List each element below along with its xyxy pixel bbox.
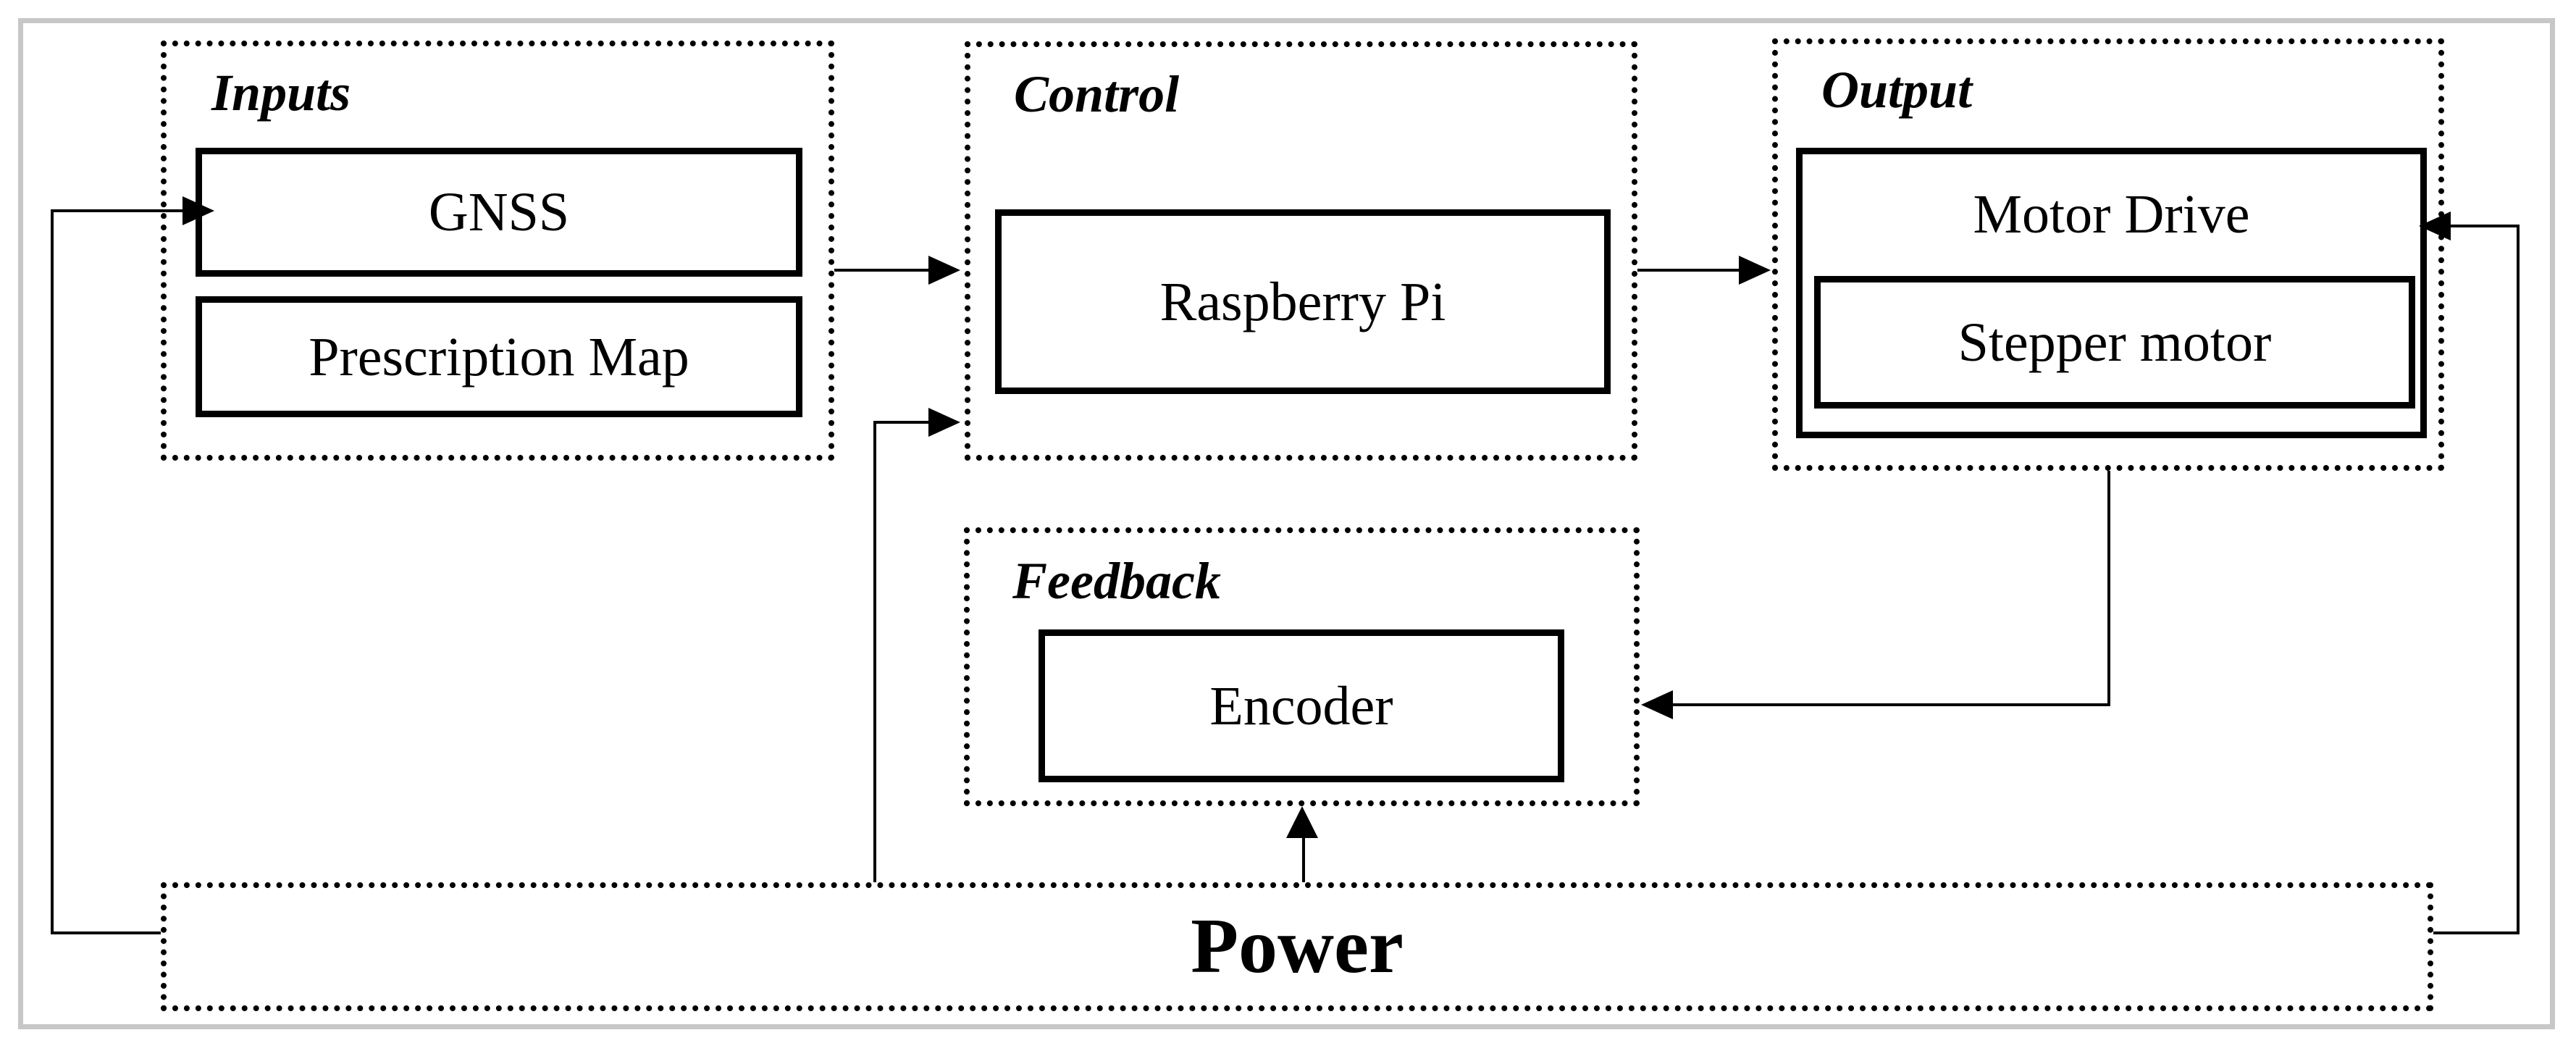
gnss-box: GNSS	[196, 148, 802, 277]
encoder-box: Encoder	[1039, 629, 1564, 782]
feedback-group-box	[964, 527, 1640, 806]
inputs-to-control-line	[834, 269, 928, 272]
control-to-output-arrowhead-icon	[1739, 256, 1771, 285]
stepper-motor-label: Stepper motor	[1958, 311, 2272, 373]
raspberry-pi-label: Raspberry Pi	[1159, 271, 1446, 332]
output-to-encoder-arrowhead-icon	[1641, 690, 1673, 719]
power-to-control-line-horizontal	[873, 421, 928, 424]
power-to-gnss-line-bottom	[51, 931, 161, 934]
raspberry-pi-box: Raspberry Pi	[995, 209, 1611, 394]
power-to-motordrive-line-vertical	[2517, 225, 2520, 934]
figure-frame	[18, 18, 2555, 1029]
prescription-map-label: Prescription Map	[309, 326, 689, 388]
power-to-control-line-vertical	[873, 421, 876, 882]
output-to-encoder-line-horizontal	[1673, 703, 2110, 706]
power-label: Power	[1191, 903, 1404, 989]
power-to-motordrive-arrowhead-icon	[2419, 212, 2451, 240]
inputs-group-box	[161, 41, 834, 461]
feedback-group-label: Feedback	[1012, 552, 1221, 610]
power-to-gnss-arrowhead-icon	[182, 196, 214, 225]
power-to-feedback-arrowhead-icon	[1286, 806, 1318, 838]
power-to-motordrive-line-bottom	[2433, 931, 2520, 934]
output-group-box	[1772, 38, 2444, 471]
prescription-map-box: Prescription Map	[196, 296, 802, 417]
output-to-encoder-line-vertical	[2107, 471, 2110, 706]
power-to-gnss-line-top	[51, 209, 182, 212]
inputs-to-control-arrowhead-icon	[928, 256, 960, 285]
gnss-label: GNSS	[428, 182, 570, 243]
control-to-output-line	[1637, 269, 1739, 272]
power-to-motordrive-line-top	[2451, 225, 2520, 227]
encoder-label: Encoder	[1209, 675, 1393, 737]
power-group-box: Power	[161, 882, 2433, 1011]
power-to-control-arrowhead-icon	[928, 408, 960, 437]
output-group-label: Output	[1821, 61, 1973, 119]
stepper-motor-box: Stepper motor	[1814, 276, 2415, 409]
power-to-feedback-line-vertical	[1302, 837, 1305, 882]
motor-drive-label: Motor Drive	[1973, 184, 2250, 245]
inputs-group-label: Inputs	[211, 64, 351, 122]
power-to-gnss-line-vertical	[51, 209, 54, 933]
control-group-box	[965, 41, 1637, 461]
control-group-label: Control	[1014, 65, 1180, 123]
